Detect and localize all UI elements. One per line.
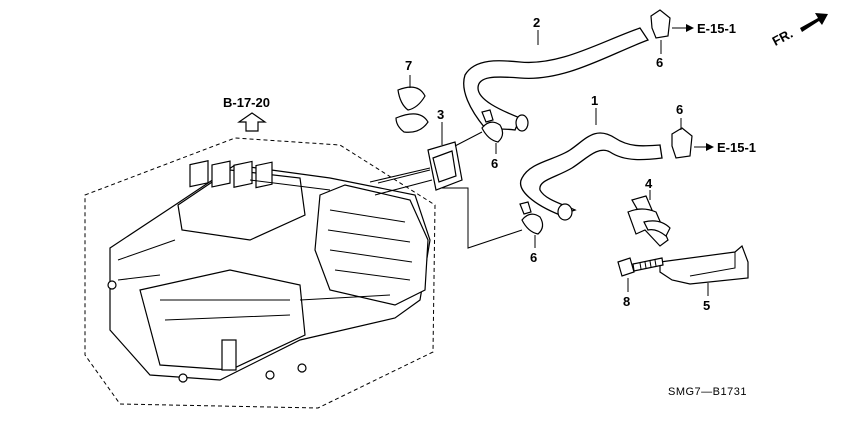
unit-vent	[221, 339, 237, 371]
up-arrow-icon	[237, 112, 267, 132]
label-6a: 6	[491, 156, 498, 171]
unit-detail-lines	[117, 179, 391, 321]
unit-dashed-outline	[84, 137, 436, 409]
hose-clamp-6b	[519, 201, 544, 235]
part-7-clip	[395, 86, 429, 133]
unit-grille-1	[189, 160, 209, 188]
unit-lower-case	[139, 269, 306, 371]
part-8-bolt	[617, 257, 664, 277]
unit-blower-box	[314, 184, 429, 306]
part-3-grommet	[427, 141, 463, 191]
label-5: 5	[703, 298, 710, 313]
front-label: FR.	[770, 26, 796, 49]
grommet-inner	[432, 150, 457, 183]
hose-1-end	[557, 203, 573, 221]
ref-top-label: E-15-1	[697, 21, 736, 36]
arrow-right-icon	[706, 143, 714, 151]
front-arrow-icon	[800, 13, 828, 32]
arrow-right-icon	[686, 24, 694, 32]
clip-7-lower	[395, 113, 429, 133]
label-6b: 6	[530, 250, 537, 265]
heater-unit-assembly	[84, 137, 436, 409]
label-1: 1	[591, 93, 598, 108]
label-2: 2	[533, 15, 540, 30]
label-6d: 6	[676, 102, 683, 117]
ref-mid-label: E-15-1	[717, 140, 756, 155]
clamp-6a-tab	[481, 109, 494, 123]
hose-clamp-6c	[650, 9, 671, 39]
unit-ribs	[327, 209, 413, 281]
clamp-6d-body	[671, 127, 693, 159]
holder-4-jaw	[643, 220, 671, 237]
ref-unit-label: B-17-20	[223, 95, 270, 110]
hose-2	[463, 27, 649, 131]
hose-1	[519, 132, 663, 216]
unit-grille-2	[211, 160, 231, 188]
unit-fastener-1	[178, 373, 188, 383]
part-5-bracket	[659, 244, 749, 285]
front-indicator: FR.	[770, 13, 828, 49]
clamp-6a-body	[481, 121, 504, 143]
diagram-code: SMG7—B1731	[668, 386, 747, 398]
bolt-8-shank	[632, 257, 664, 272]
label-4: 4	[645, 176, 653, 191]
hose-2-end	[515, 114, 529, 132]
hose-clamp-6d	[671, 127, 693, 159]
clamp-6b-body	[521, 213, 544, 235]
bracket-5-body	[659, 244, 749, 285]
unit-fastener-4	[107, 280, 117, 290]
part-4-holder	[627, 195, 671, 247]
clamp-6b-tab	[519, 201, 532, 215]
unit-fastener-3	[297, 363, 307, 373]
bolt-8-head	[617, 257, 635, 277]
label-3: 3	[437, 107, 444, 122]
label-6c: 6	[656, 55, 663, 70]
hose-clamp-6a	[481, 109, 504, 143]
bolt-8-thread	[639, 259, 657, 270]
clamp-6c-body	[650, 9, 671, 39]
clip-7-upper	[397, 86, 426, 111]
bracket-5-fold	[689, 252, 736, 277]
unit-grille-3	[233, 160, 253, 188]
unit-pipe-stub	[369, 167, 433, 196]
connection-lines	[377, 131, 523, 249]
label-7: 7	[405, 58, 412, 73]
label-8: 8	[623, 294, 630, 309]
unit-grille-4	[255, 161, 273, 189]
unit-fastener-2	[265, 370, 275, 380]
